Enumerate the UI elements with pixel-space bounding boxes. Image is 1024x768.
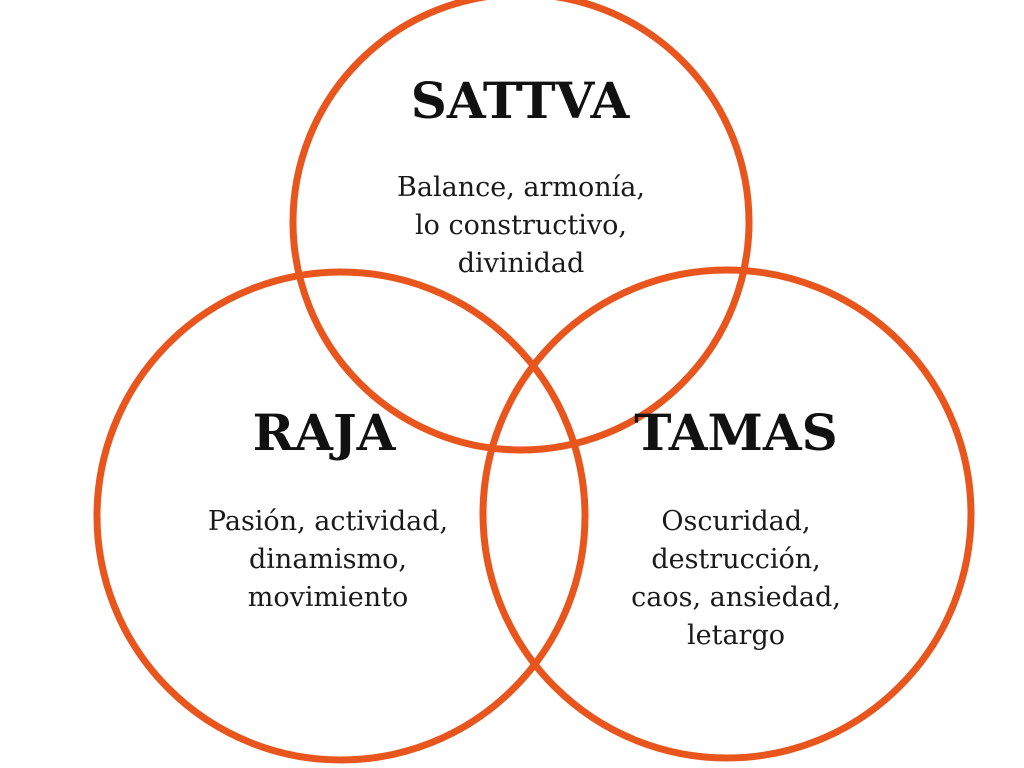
tamas-title: TAMAS (634, 403, 838, 462)
circle-raja (93, 268, 589, 764)
sattva-title: SATTVA (411, 71, 631, 130)
tamas-line-2: destrucción, (651, 544, 820, 575)
tamas-line-1: Oscuridad, (661, 506, 810, 537)
raja-title: RAJA (253, 403, 397, 462)
circle-tamas (479, 266, 975, 762)
tamas-line-4: letargo (687, 620, 785, 651)
raja-line-3: movimiento (248, 582, 408, 613)
raja-line-1: Pasión, actividad, (208, 506, 448, 537)
sattva-line-1: Balance, armonía, (397, 172, 645, 203)
sattva-line-2: lo constructivo, (415, 210, 627, 241)
sattva-line-3: divinidad (458, 248, 585, 279)
raja-line-2: dinamismo, (249, 544, 407, 575)
tamas-line-3: caos, ansiedad, (631, 582, 841, 613)
circle-sattva (289, 0, 753, 454)
